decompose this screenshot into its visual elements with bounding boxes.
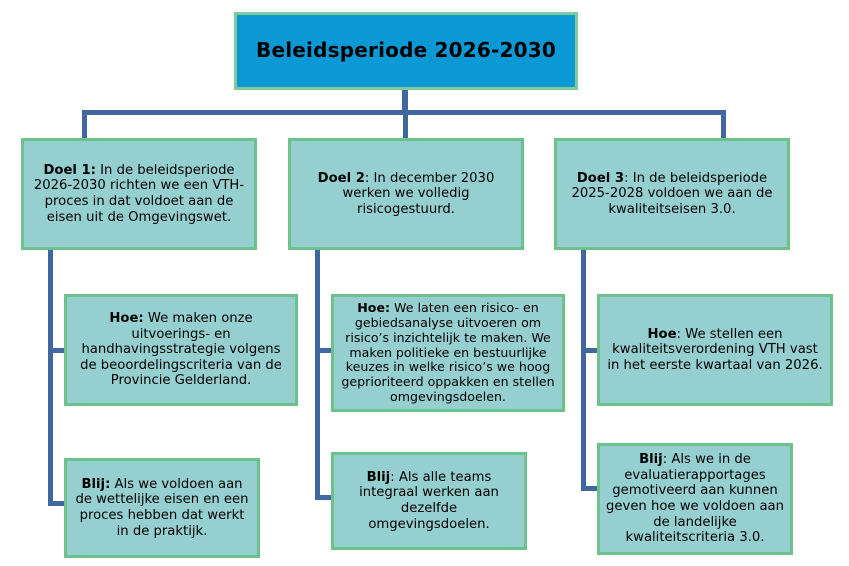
goal-body-1: In de beleidsperiode 2026-2030 richten w… xyxy=(33,162,245,225)
how-text-2: Hoe: We laten een risico- en gebiedsanal… xyxy=(334,299,562,405)
blij-text-3: Blij: Als we in de evaluatierapportages … xyxy=(600,452,790,545)
connector-stub-how-3 xyxy=(581,348,601,353)
connector-stub-blij-1 xyxy=(48,501,68,506)
goal-lead-1: Doel 1: xyxy=(43,162,96,178)
how-lead-1: Hoe: xyxy=(109,311,144,327)
connector-trunk-col-3 xyxy=(581,248,586,491)
blij-text-1: Blij: Als we voldoen aan de wettelijke e… xyxy=(67,477,257,539)
how-body-2: We laten een risico- en gebiedsanalyse u… xyxy=(341,299,555,405)
goal-body-3: : In de beleidsperiode 2025-2028 voldoen… xyxy=(571,170,773,217)
how-body-1: We maken onze uitvoerings- en handhaving… xyxy=(80,311,282,389)
connector-drop-goal-1 xyxy=(82,110,87,140)
how-box-3: Hoe: We stellen een kwaliteitsverordenin… xyxy=(597,294,833,406)
blij-box-2: Blij: Als alle teams integraal werken aa… xyxy=(331,452,527,550)
connector-drop-goal-3 xyxy=(721,110,726,140)
goal-lead-2: Doel 2 xyxy=(317,170,365,186)
goal-box-2: Doel 2: In december 2030 werken we volle… xyxy=(288,138,524,250)
title-text: Beleidsperiode 2026-2030 xyxy=(256,38,556,63)
title-box: Beleidsperiode 2026-2030 xyxy=(234,12,578,90)
how-box-2: Hoe: We laten een risico- en gebiedsanal… xyxy=(331,294,565,412)
goal-text-3: Doel 3: In de beleidsperiode 2025-2028 v… xyxy=(557,171,787,218)
blij-lead-1: Blij: xyxy=(81,476,111,492)
how-box-1: Hoe: We maken onze uitvoerings- en handh… xyxy=(64,294,298,406)
connector-stub-how-2 xyxy=(315,348,335,353)
blij-lead-2: Blij xyxy=(366,469,391,485)
connector-drop-goal-2 xyxy=(403,110,408,140)
connector-trunk-col-2 xyxy=(315,248,320,500)
blij-text-2: Blij: Als alle teams integraal werken aa… xyxy=(334,470,524,532)
how-body-3: : We stellen een kwaliteitsverordening V… xyxy=(607,326,823,373)
connector-stub-how-1 xyxy=(48,348,68,353)
how-lead-3: Hoe xyxy=(647,326,677,342)
goal-box-3: Doel 3: In de beleidsperiode 2025-2028 v… xyxy=(554,138,790,250)
blij-lead-3: Blij xyxy=(639,452,663,468)
how-text-3: Hoe: We stellen een kwaliteitsverordenin… xyxy=(600,327,830,374)
how-lead-2: Hoe: xyxy=(357,299,391,315)
connector-trunk-col-1 xyxy=(48,248,53,506)
blij-body-3: : Als we in de evaluatierapportages gemo… xyxy=(606,452,784,546)
goal-lead-3: Doel 3 xyxy=(576,170,625,186)
blij-box-1: Blij: Als we voldoen aan de wettelijke e… xyxy=(64,458,260,558)
connector-stub-blij-3 xyxy=(581,486,601,491)
connector-title-stem xyxy=(402,86,408,114)
goal-box-1: Doel 1: In de beleidsperiode 2026-2030 r… xyxy=(21,138,257,250)
how-text-1: Hoe: We maken onze uitvoerings- en handh… xyxy=(67,311,295,389)
goal-text-1: Doel 1: In de beleidsperiode 2026-2030 r… xyxy=(24,163,254,225)
blij-box-3: Blij: Als we in de evaluatierapportages … xyxy=(597,443,793,555)
blij-body-2: : Als alle teams integraal werken aan de… xyxy=(359,469,499,532)
connector-stub-blij-2 xyxy=(315,495,335,500)
goal-text-2: Doel 2: In december 2030 werken we volle… xyxy=(291,171,521,218)
blij-body-1: Als we voldoen aan de wettelijke eisen e… xyxy=(75,476,249,539)
goal-body-2: : In december 2030 werken we volledig ri… xyxy=(342,170,495,217)
